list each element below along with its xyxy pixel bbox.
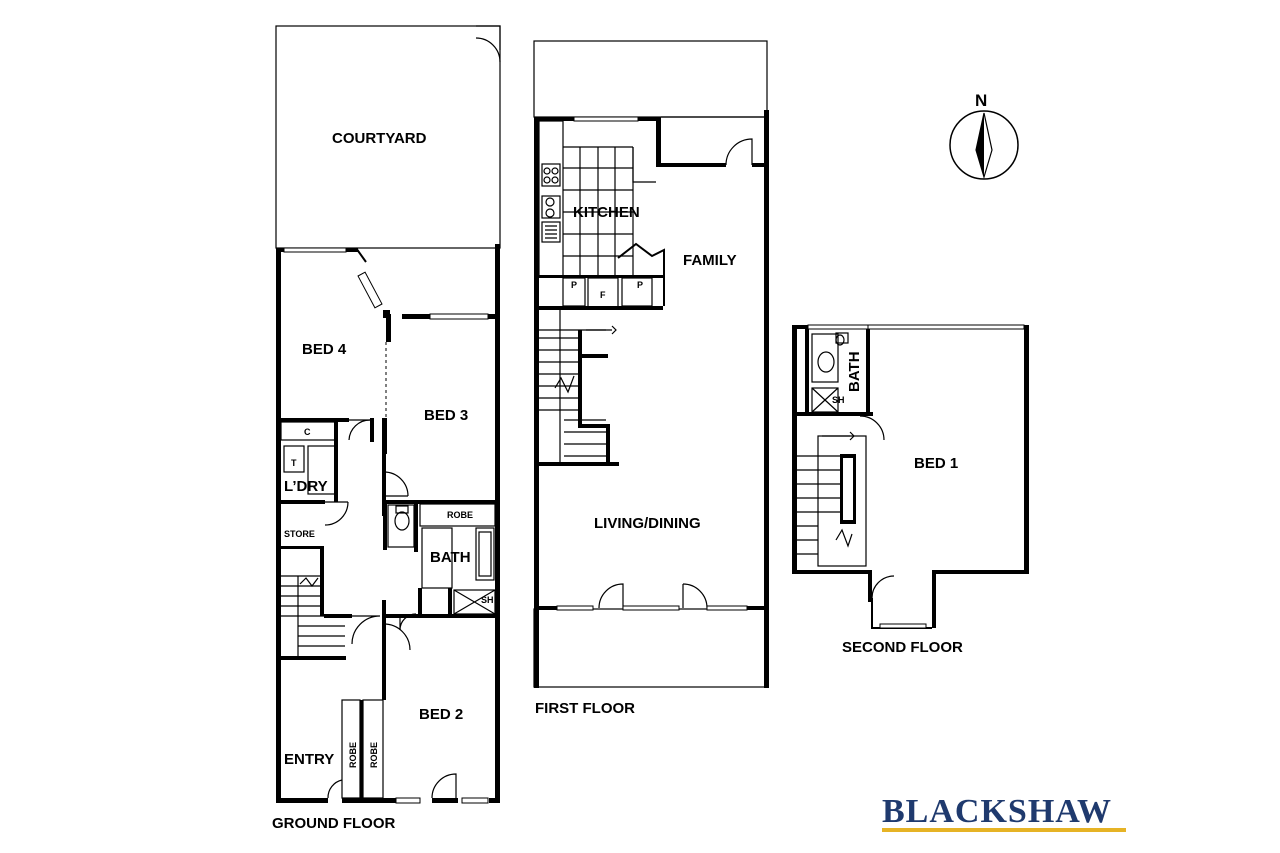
brand-name: BLACKSHAW <box>882 793 1112 830</box>
label-first-floor: FIRST FLOOR <box>535 700 635 717</box>
bath-shower-label: SH <box>481 595 494 605</box>
ground-stairs <box>281 575 345 656</box>
blackshaw-logo: BLACKSHAW <box>882 793 1126 832</box>
ground-floor-plan: C T ROBE <box>272 25 501 832</box>
pantry-label-2: P <box>637 280 643 290</box>
label-ground-floor: GROUND FLOOR <box>272 815 395 832</box>
room-store: STORE <box>284 529 315 539</box>
room-courtyard: COURTYARD <box>332 130 427 147</box>
robe-label-1: ROBE <box>348 742 358 768</box>
kitchen-fixtures <box>538 120 656 277</box>
second-floor-plan: BATH SH BED 1 SECOND FLOOR <box>792 324 1029 656</box>
second-stairs <box>797 431 867 567</box>
room-bed-1: BED 1 <box>914 455 958 472</box>
fridge-label: F <box>600 290 606 300</box>
label-second-floor: SECOND FLOOR <box>842 639 963 656</box>
bath-second-shower-label: SH <box>832 395 845 405</box>
laundry-cupboard-label: C <box>304 427 311 437</box>
pantry-label-1: P <box>571 280 577 290</box>
room-bed-4: BED 4 <box>302 341 347 358</box>
room-laundry: L’DRY <box>284 478 328 495</box>
laundry-tub-label: T <box>291 458 297 468</box>
first-stairs <box>539 310 617 464</box>
compass-north-label: N <box>975 91 987 110</box>
room-bed-2: BED 2 <box>419 706 463 723</box>
room-bath-second: BATH <box>846 351 863 392</box>
room-kitchen: KITCHEN <box>573 204 640 221</box>
room-living-dining: LIVING/DINING <box>594 515 701 532</box>
room-family: FAMILY <box>683 252 737 269</box>
north-arrow-icon: N <box>949 91 1019 180</box>
room-bed-3: BED 3 <box>424 407 468 424</box>
bath-robe-label: ROBE <box>447 510 473 520</box>
brand-underline <box>882 828 1126 832</box>
first-floor-plan: KITCHEN FAMILY P F P LIVING/DINING FIRST… <box>533 40 769 717</box>
room-entry: ENTRY <box>284 751 334 768</box>
room-bath-ground: BATH <box>430 549 471 566</box>
robe-label-2: ROBE <box>369 742 379 768</box>
